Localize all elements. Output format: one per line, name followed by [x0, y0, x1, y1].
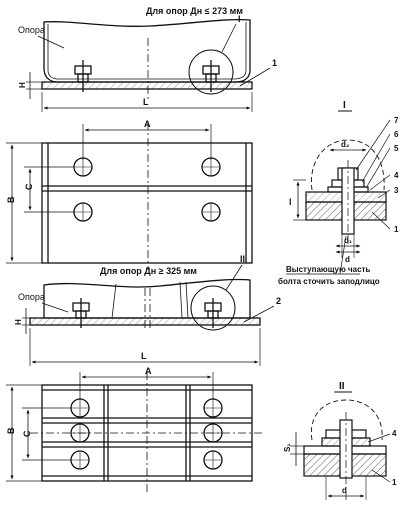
detail-1-part-3: 3 [394, 186, 399, 195]
bottom-part-2: 2 [276, 296, 281, 306]
bottom-dim-h: H [14, 319, 23, 325]
detail-1: I d₂ l d₁ d 7 6 5 4 3 1 [278, 100, 399, 286]
bolt-hole [201, 157, 221, 177]
bolt-hole [70, 450, 90, 470]
bottom-dim-c: C [22, 430, 32, 437]
bolt-hole [203, 450, 223, 470]
bottom-dim-l: L [141, 351, 147, 361]
bottom-support-label: Опора [18, 292, 45, 302]
detail-2-dim-s1: S₁ [283, 443, 292, 452]
detail-2-part-4: 4 [392, 429, 397, 438]
bottom-dim-a: A [145, 366, 152, 376]
detail-1-note-line1: Выступающую часть [286, 265, 370, 274]
detail-2: II S₁ d 4 1 [283, 381, 397, 500]
top-part-1: 1 [272, 58, 277, 68]
detail-2-part-1: 1 [392, 478, 397, 487]
bottom-side-view: Для опор Дн ≥ 325 мм Опора II 2 [14, 254, 281, 366]
top-dim-l: L [143, 97, 149, 107]
bolt-hole [70, 398, 90, 418]
bolt-hole [73, 157, 93, 177]
detail-1-dim-d1: d₁ [344, 236, 353, 245]
detail-1-title: I [343, 100, 346, 111]
bolt-hole [73, 202, 93, 222]
detail-1-dim-l: l [289, 197, 292, 207]
detail-1-part-1: 1 [394, 225, 399, 234]
top-dim-h: H [18, 82, 27, 88]
detail-1-part-5: 5 [394, 144, 399, 153]
detail-1-note-line2: болта сточить заподлицо [278, 277, 380, 286]
top-dim-a: A [144, 119, 151, 129]
detail-1-part-6: 6 [394, 130, 399, 139]
top-plan-view: A B C [6, 119, 253, 270]
bolt [202, 60, 220, 92]
detail-2-dim-d: d [342, 486, 347, 495]
bottom-title: Для опор Дн ≥ 325 мм [100, 266, 197, 276]
bottom-plan-view: A B C [6, 366, 264, 492]
detail-1-dim-d: d [345, 255, 350, 264]
top-dim-c: C [24, 183, 34, 190]
bolt [74, 60, 92, 92]
top-support-label: Опора [18, 25, 45, 35]
bottom-detail-callout: II [240, 254, 245, 264]
bottom-dim-b: B [6, 427, 16, 434]
top-side-view: Для опор Дн ≤ 273 мм Опора I 1 [18, 6, 277, 112]
bolt-hole [203, 398, 223, 418]
top-dim-b: B [6, 196, 16, 203]
detail-1-dim-d2: d₂ [341, 140, 350, 149]
bolt [204, 298, 222, 328]
top-title: Для опор Дн ≤ 273 мм [146, 6, 243, 16]
detail-2-title: II [339, 381, 345, 392]
bolt [72, 298, 90, 328]
bolt-hole [201, 202, 221, 222]
detail-1-part-7: 7 [394, 116, 399, 125]
top-detail-callout: I [238, 14, 241, 24]
detail-1-part-4: 4 [394, 171, 399, 180]
